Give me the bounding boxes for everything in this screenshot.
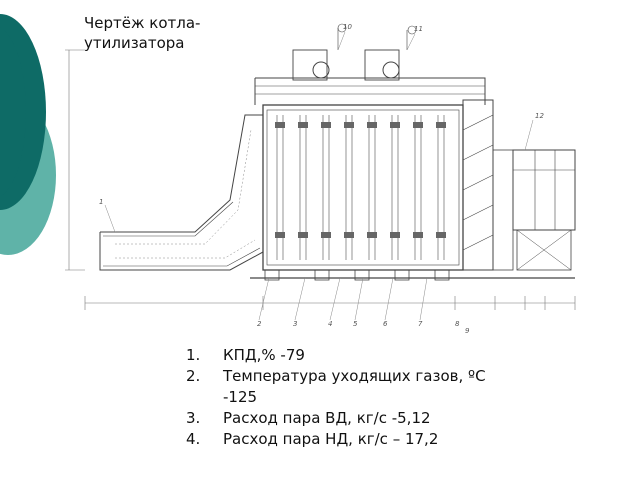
accent-dark-inner	[0, 27, 26, 197]
svg-text:11: 11	[414, 25, 423, 33]
svg-text:2: 2	[257, 320, 262, 328]
parameters-list: 1. КПД,% -79 2. Температура уходящих газ…	[186, 345, 516, 450]
svg-text:4: 4	[328, 320, 332, 328]
boiler-drawing: 1 2 3 4 5 6 7 89 10 11 12	[65, 23, 576, 335]
list-item: 2. Температура уходящих газов, ºС -125	[186, 366, 516, 408]
slide-accent-shape	[0, 14, 56, 255]
svg-text:8: 8	[455, 320, 460, 328]
svg-text:6: 6	[383, 320, 388, 328]
svg-text:3: 3	[293, 320, 297, 328]
parameter-efficiency: КПД,% -79	[223, 346, 305, 364]
parameter-lp-steam-flow: Расход пара НД, кг/с – 17,2	[223, 430, 439, 448]
svg-text:1: 1	[99, 198, 103, 206]
svg-text:10: 10	[343, 23, 352, 31]
list-item: 3. Расход пара ВД, кг/с -5,12	[186, 408, 516, 429]
list-item: 1. КПД,% -79	[186, 345, 516, 366]
svg-text:7: 7	[418, 320, 423, 328]
parameter-hp-steam-flow: Расход пара ВД, кг/с -5,12	[223, 409, 431, 427]
list-item: 4. Расход пара НД, кг/с – 17,2	[186, 429, 516, 450]
parameter-exhaust-temperature: Температура уходящих газов, ºС -125	[223, 367, 486, 406]
svg-text:5: 5	[353, 320, 358, 328]
svg-text:9: 9	[465, 327, 470, 335]
slide-title: Чертёж котла-утилизатора	[84, 14, 201, 52]
svg-text:12: 12	[535, 112, 544, 120]
